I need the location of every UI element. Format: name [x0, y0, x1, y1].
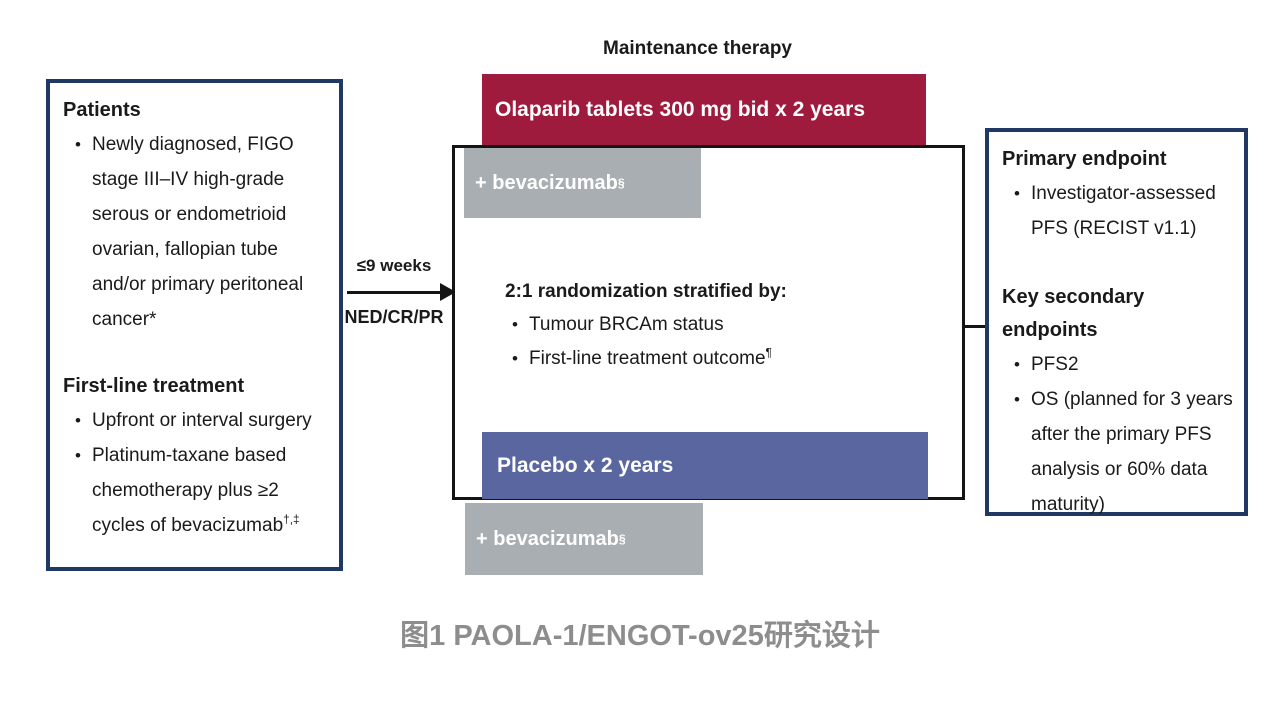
primary-endpoint-title: Primary endpoint: [1002, 148, 1167, 170]
randomization-list: Tumour BRCAm status First-line treatment…: [505, 308, 935, 376]
figure-caption: 图1 PAOLA-1/ENGOT-ov25研究设计: [400, 620, 880, 652]
footnote-marker: †,‡: [283, 513, 300, 527]
bevacizumab-bottom-box: + bevacizumab§: [465, 503, 703, 575]
bevacizumab-label: + bevacizumab: [475, 171, 618, 194]
flow-arrow-line: [347, 291, 443, 294]
list-item: First-line treatment outcome¶: [512, 342, 935, 376]
secondary-endpoints-title: Key secondary endpoints: [1002, 286, 1145, 341]
randomization-title: 2:1 randomization stratified by:: [505, 281, 787, 302]
list-item: Platinum-taxane based chemotherapy plus …: [75, 438, 333, 543]
arrow-label-weeks: ≤9 weeks: [356, 256, 432, 275]
list-item: Investigator-assessed PFS (RECIST v1.1): [1014, 176, 1240, 246]
first-line-treatment-title: First-line treatment: [63, 375, 245, 397]
list-item: Tumour BRCAm status: [512, 308, 935, 342]
olaparib-arm-box: Olaparib tablets 300 mg bid x 2 years: [482, 74, 926, 145]
secondary-endpoints-list: PFS2 OS (planned for 3 years after the p…: [1002, 347, 1240, 522]
patients-list: Newly diagnosed, FIGO stage III–IV high-…: [63, 127, 333, 337]
list-item: Upfront or interval surgery: [75, 403, 333, 438]
first-line-treatment-list: Upfront or interval surgery Platinum-tax…: [63, 403, 333, 543]
list-item: PFS2: [1014, 347, 1240, 382]
list-item: Newly diagnosed, FIGO stage III–IV high-…: [75, 127, 333, 337]
primary-endpoint-list: Investigator-assessed PFS (RECIST v1.1): [1002, 176, 1240, 246]
endpoints-connector-line: [963, 325, 988, 328]
randomization-text: 2:1 randomization stratified by: Tumour …: [505, 281, 935, 376]
bevacizumab-top-box: + bevacizumab§: [464, 148, 701, 218]
endpoints-box: Primary endpoint Investigator-assessed P…: [985, 128, 1248, 516]
maintenance-therapy-label: Maintenance therapy: [603, 38, 792, 59]
patients-title: Patients: [63, 99, 141, 121]
placebo-arm-label: Placebo x 2 years: [497, 453, 674, 477]
footnote-marker: ¶: [765, 346, 772, 360]
placebo-arm-box: Placebo x 2 years: [482, 432, 928, 499]
olaparib-arm-label: Olaparib tablets 300 mg bid x 2 years: [495, 97, 865, 121]
bevacizumab-label: + bevacizumab: [476, 527, 619, 550]
arrow-label-status: NED/CR/PR: [344, 307, 444, 327]
patients-box: Patients Newly diagnosed, FIGO stage III…: [46, 79, 343, 571]
list-item: OS (planned for 3 years after the primar…: [1014, 382, 1240, 522]
